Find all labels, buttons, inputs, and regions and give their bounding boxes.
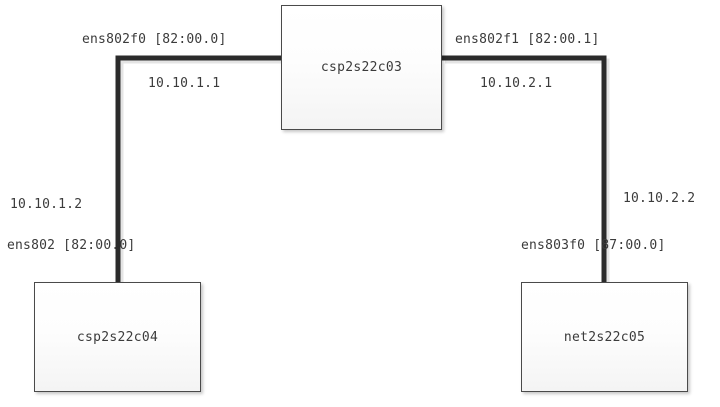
node-label-csp2s22c04: csp2s22c04: [76, 329, 159, 345]
label-bottom-left-interface: ens802 [82:00.0]: [7, 238, 136, 253]
node-csp2s22c03[interactable]: csp2s22c03: [281, 5, 442, 130]
node-net2s22c05[interactable]: net2s22c05: [521, 282, 688, 392]
label-bottom-right-ip: 10.10.2.2: [623, 191, 696, 206]
label-bottom-left-ip: 10.10.1.2: [10, 197, 83, 212]
link-shadow-left: [118, 58, 284, 286]
label-bottom-right-interface: ens803f0 [87:00.0]: [521, 238, 666, 253]
link-csp2s22c03-to-csp2s22c04: [115, 55, 281, 283]
label-top-right-ip: 10.10.2.1: [480, 76, 553, 91]
node-label-csp2s22c03: csp2s22c03: [320, 60, 403, 75]
label-top-right-interface: ens802f1 [82:00.1]: [455, 32, 600, 47]
node-label-net2s22c05: net2s22c05: [563, 329, 646, 345]
label-top-left-ip: 10.10.1.1: [148, 76, 221, 91]
label-top-left-interface: ens802f0 [82:00.0]: [82, 32, 227, 47]
node-csp2s22c04[interactable]: csp2s22c04: [34, 282, 201, 392]
